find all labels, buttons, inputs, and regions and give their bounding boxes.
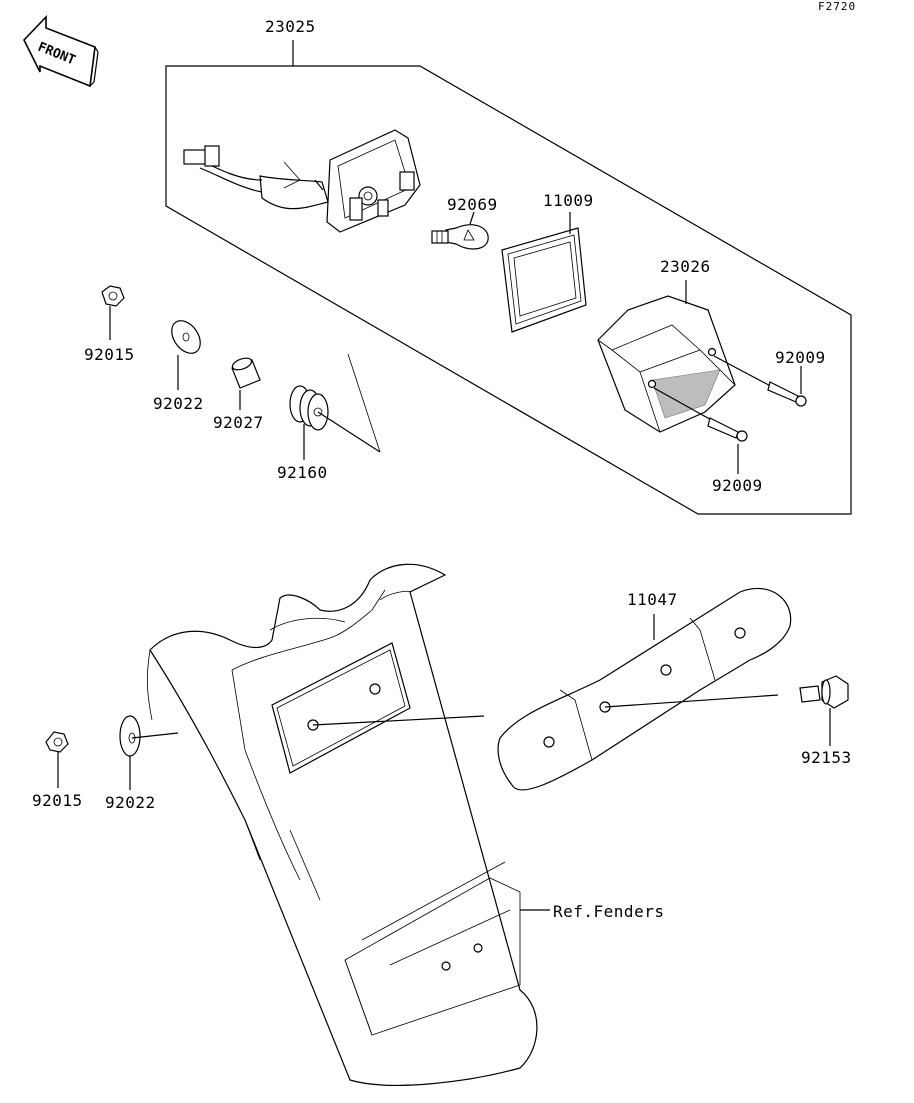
bulb-92069-drawing [431,211,489,250]
nut-92015-upper-drawing [101,285,125,340]
screw-92009-upper-drawing [713,355,807,407]
part-label-92009-upper[interactable]: 92009 [775,348,826,367]
part-label-11009[interactable]: 11009 [543,191,594,210]
part-label-11047[interactable]: 11047 [627,590,678,609]
washer-92022-lower-drawing [119,715,179,790]
front-arrow-icon: FRONT [23,15,99,88]
diagram-code: F2720 [818,0,857,13]
part-label-92022-lower[interactable]: 92022 [105,793,156,812]
part-label-23026[interactable]: 23026 [660,257,711,276]
part-label-92160[interactable]: 92160 [277,463,328,482]
part-label-92009-lower[interactable]: 92009 [712,476,763,495]
fender-drawing [147,563,550,1086]
collar-92027-drawing [231,357,261,410]
assembly-23025-outline [165,40,852,515]
lens-grid-pattern [651,369,721,419]
part-label-92027[interactable]: 92027 [213,413,264,432]
gasket-11009-drawing [501,212,587,333]
washer-92022-upper-drawing [171,320,201,390]
lens-23026-drawing [597,280,736,433]
part-label-92153[interactable]: 92153 [801,748,852,767]
nut-92015-lower-drawing [45,731,69,788]
screw-92009-lower-drawing [653,387,748,474]
part-label-23025[interactable]: 23025 [265,17,316,36]
reference-label-fenders[interactable]: Ref.Fenders [553,902,665,921]
grommet-92160-drawing [289,353,381,460]
bolt-92153-drawing [799,675,849,746]
lamp-housing-drawing [183,129,421,233]
bracket-11047-drawing [497,587,792,791]
part-label-92069[interactable]: 92069 [447,195,498,214]
part-label-92015-lower[interactable]: 92015 [32,791,83,810]
part-label-92015-upper[interactable]: 92015 [84,345,135,364]
part-label-92022-upper[interactable]: 92022 [153,394,204,413]
